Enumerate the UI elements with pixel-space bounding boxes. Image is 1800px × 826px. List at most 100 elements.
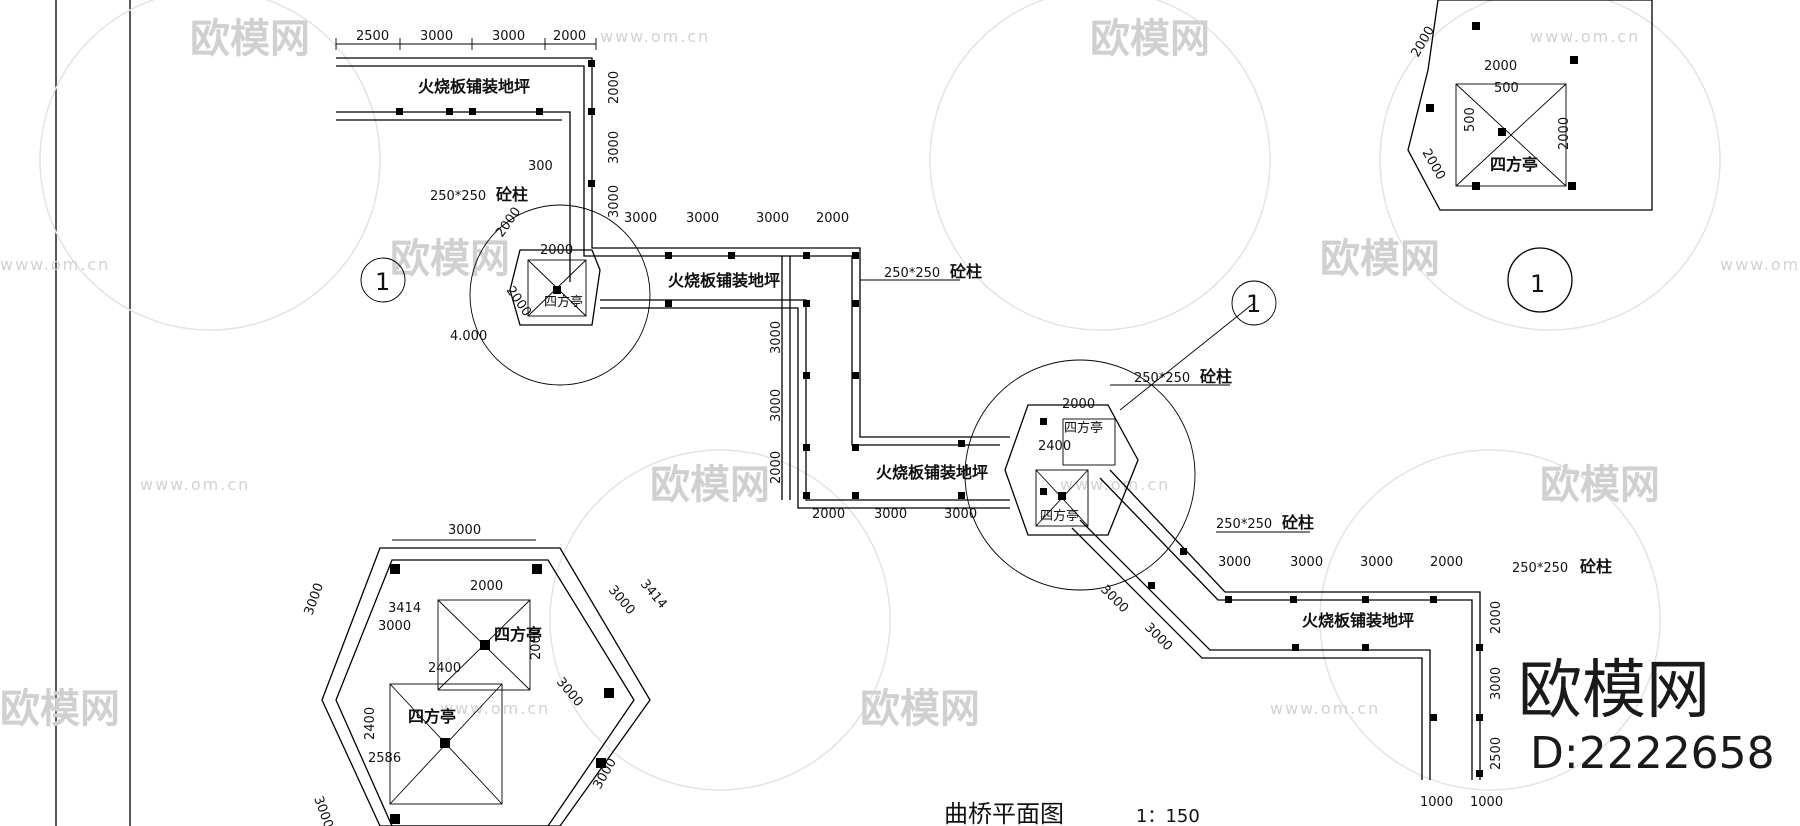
column-size-label: 250*250 — [1216, 517, 1272, 532]
drawing-title: 曲桥平面图 — [944, 800, 1064, 826]
watermark-brand: 欧模网 — [190, 16, 310, 62]
column-label: 砼柱 — [950, 262, 982, 281]
column-size-label: 250*250 — [1134, 371, 1190, 386]
dim-label: 2000 — [1489, 601, 1504, 634]
dim-label: 1000 — [1470, 795, 1503, 810]
dim-label: 2000 — [529, 627, 544, 660]
pavilion-detail-bottom-left: 3000 2000 3414 3000 2400 2586 2400 2000 … — [302, 523, 670, 826]
paving-label: 火烧板铺装地坪 — [1302, 611, 1414, 630]
dim-label: 2000 — [470, 579, 503, 594]
dim-label: 3000 — [420, 29, 453, 44]
dim-label: 3000 — [607, 131, 622, 164]
watermark-url: www.om.cn — [1270, 699, 1380, 718]
dim-label: 3000 — [448, 523, 481, 538]
dim-label: 3000 — [1097, 582, 1131, 616]
dim-label: 3000 — [1489, 667, 1504, 700]
column-label: 砼柱 — [496, 185, 528, 204]
dim-label: 3000 — [302, 581, 327, 617]
pavilion-label: 四方亭 — [1040, 508, 1079, 524]
dim-label: 3000 — [756, 211, 789, 226]
dim-label: 3000 — [310, 794, 335, 826]
dim-label: 2000 — [540, 243, 573, 258]
watermark-brand: 欧模网 — [650, 462, 770, 508]
dim-label: 2000 — [607, 71, 622, 104]
dim-label: 300 — [528, 159, 553, 174]
dim-label: 3000 — [944, 507, 977, 522]
watermark-url: www.om.cn — [1720, 255, 1800, 274]
watermark-brand: 欧模网 — [0, 686, 120, 732]
dim-label: 1000 — [1420, 795, 1453, 810]
watermark-brand: 欧模网 — [1090, 16, 1210, 62]
dim-label: 2000 — [1408, 24, 1438, 60]
watermark-url: www.om.cn — [1530, 27, 1640, 46]
dim-label: 3000 — [1290, 555, 1323, 570]
dim-label: 2000 — [493, 205, 524, 241]
column-label: 砼柱 — [1282, 513, 1314, 532]
dim-label: 2586 — [368, 751, 401, 766]
sheet-frame — [55, 0, 131, 826]
dim-label: 3000 — [686, 211, 719, 226]
dim-label: 3414 — [637, 577, 670, 612]
brand-overlay-name: 欧模网 — [1518, 654, 1710, 728]
dim-label: 3000 — [590, 756, 620, 792]
pavilion-detail-top-right: 2000 500 500 2000 2000 2000 四方亭 1 — [1407, 0, 1653, 313]
dim-label: 3414 — [388, 601, 421, 616]
dim-label: 3000 — [874, 507, 907, 522]
dim-label: 2000 — [1062, 397, 1095, 412]
watermark-brand: 欧模网 — [1540, 462, 1660, 508]
watermark-url: www.om.cn — [440, 699, 550, 718]
column-size-label: 250*250 — [1512, 561, 1568, 576]
watermark-url: www.om.cn — [1060, 475, 1170, 494]
pavilion-center: 四方亭 四方亭 2000 2400 — [1004, 397, 1139, 536]
dim-label: 2400 — [363, 707, 378, 740]
watermark-brand: 欧模网 — [390, 236, 510, 282]
dim-label: 3000 — [769, 389, 784, 422]
dim-label: 3000 — [1218, 555, 1251, 570]
column-size-label: 250*250 — [884, 266, 940, 281]
dim-label: 3000 — [624, 211, 657, 226]
pavilion-label: 四方亭 — [1490, 155, 1538, 174]
dim-label: 3000 — [607, 185, 622, 218]
section-marker: 1 — [1530, 270, 1545, 298]
dim-label: 2000 — [812, 507, 845, 522]
section-marker: 1 — [375, 268, 390, 296]
dim-label: 2400 — [1038, 439, 1071, 454]
dim-label: 3000 — [769, 321, 784, 354]
drawing-scale: 1：150 — [1136, 806, 1200, 826]
dim-label: 2500 — [1489, 737, 1504, 770]
column-label: 砼柱 — [1200, 367, 1232, 386]
dim-label: 2000 — [1484, 59, 1517, 74]
dim-label: 3000 — [378, 619, 411, 634]
dim-label: 3000 — [553, 675, 586, 710]
dim-label: 4.000 — [450, 329, 487, 344]
watermark-brand: 欧模网 — [860, 686, 980, 732]
dim-label: 3000 — [492, 29, 525, 44]
watermark-layer: 欧模网 欧模网 欧模网 欧模网 欧模网 欧模网 欧模网 欧模网 www.om.c… — [0, 0, 1800, 791]
pavilion-label: 四方亭 — [544, 294, 583, 310]
dim-label: 3000 — [605, 583, 638, 618]
dim-label: 500 — [1494, 81, 1519, 96]
paving-label: 火烧板铺装地坪 — [876, 463, 988, 482]
dim-label: 2000 — [769, 451, 784, 484]
watermark-brand: 欧模网 — [1320, 236, 1440, 282]
section-marker: 1 — [1246, 290, 1261, 318]
pavilion-label: 四方亭 — [494, 625, 542, 644]
dim-label: 2000 — [553, 29, 586, 44]
watermark-url: www.om.cn — [600, 27, 710, 46]
column-markers — [396, 60, 1483, 777]
watermark-url: www.om.cn — [140, 475, 250, 494]
dim-label: 2000 — [503, 284, 534, 320]
brand-overlay-id: D:2222658 — [1530, 728, 1775, 779]
watermark-url: www.om.cn — [0, 255, 110, 274]
dim-label: 2500 — [356, 29, 389, 44]
pavilion-label: 四方亭 — [408, 707, 456, 726]
dim-label: 3000 — [1360, 555, 1393, 570]
dim-label: 2000 — [1430, 555, 1463, 570]
dim-label: 500 — [1463, 107, 1478, 132]
dim-label: 2000 — [1557, 117, 1572, 150]
paving-label: 火烧板铺装地坪 — [668, 271, 780, 290]
dim-label: 2400 — [428, 661, 461, 676]
paving-label: 火烧板铺装地坪 — [418, 77, 530, 96]
column-size-label: 250*250 — [430, 189, 486, 204]
